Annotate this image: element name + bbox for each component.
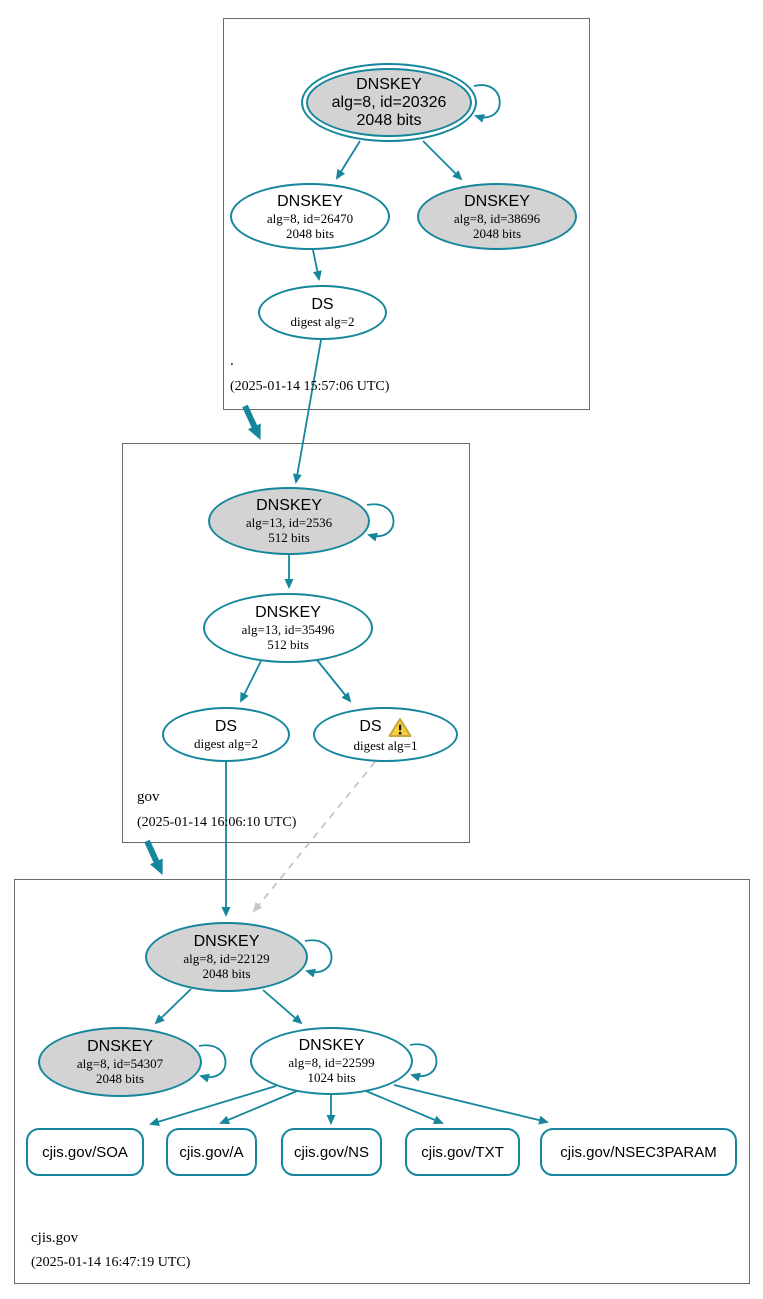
ds-title: DS [359,718,382,735]
dnskey-title: DNSKEY [464,192,530,210]
dnskey-detail: 512 bits [268,530,310,545]
rrset-cjis-gov-a[interactable]: cjis.gov/A [166,1128,257,1176]
dnskey-detail: 2048 bits [356,111,422,129]
node-dnskey-38696[interactable]: DNSKEY alg=8, id=38696 2048 bits [417,183,577,250]
zone-label-gov: gov [137,789,160,805]
node-dnskey-22599[interactable]: DNSKEY alg=8, id=22599 1024 bits [250,1027,413,1095]
node-ds-root[interactable]: DS digest alg=2 [258,285,387,340]
dnskey-title: DNSKEY [255,604,321,621]
ds-detail: digest alg=1 [353,737,418,753]
dnskey-detail: alg=8, id=22129 [183,951,270,966]
zone-box-cjis-gov [14,879,750,1284]
zone-timestamp-cjis-gov: (2025-01-14 16:47:19 UTC) [31,1255,191,1270]
ds-title: DS [214,718,238,735]
dnskey-detail: alg=8, id=54307 [76,1056,164,1071]
dnskey-detail: 2048 bits [95,1071,145,1086]
node-dnskey-22129[interactable]: DNSKEY alg=8, id=22129 2048 bits [145,922,308,992]
zone-box-root [223,18,590,410]
warning-icon [388,717,412,737]
dnskey-title: DNSKEY [193,933,260,950]
dnskey-title: DNSKEY [256,497,322,514]
node-dnskey-2536[interactable]: DNSKEY alg=13, id=2536 512 bits [208,487,370,555]
zone-label-root: . [230,353,234,369]
dnskey-detail: alg=13, id=2536 [245,515,333,530]
rrset-cjis-gov-ns[interactable]: cjis.gov/NS [281,1128,382,1176]
dnskey-title: DNSKEY [356,75,422,93]
node-dnskey-20326-ksk[interactable]: DNSKEY alg=8, id=20326 2048 bits [301,63,477,142]
dnskey-detail: 2048 bits [472,225,522,241]
node-ds-gov-alg2[interactable]: DS digest alg=2 [162,707,290,762]
zone-timestamp-gov: (2025-01-14 16:06:10 UTC) [137,815,297,830]
rrset-cjis-gov-soa[interactable]: cjis.gov/SOA [26,1128,144,1176]
zone-label-cjis-gov: cjis.gov [31,1230,79,1246]
ds-detail: digest alg=2 [193,736,259,751]
node-dnskey-26470[interactable]: DNSKEY alg=8, id=26470 2048 bits [230,183,390,250]
ds-title: DS [311,296,334,313]
dnskey-detail: alg=8, id=26470 [266,210,354,226]
rrset-cjis-gov-txt[interactable]: cjis.gov/TXT [405,1128,520,1176]
dnskey-title: DNSKEY [277,192,343,210]
dnskey-detail: 1024 bits [307,1070,356,1085]
dnskey-detail: 2048 bits [202,966,251,981]
dnskey-detail: alg=8, id=22599 [288,1055,375,1070]
dnskey-title: DNSKEY [298,1037,365,1054]
node-dnskey-54307[interactable]: DNSKEY alg=8, id=54307 2048 bits [38,1027,202,1097]
rrset-cjis-gov-nsec3param[interactable]: cjis.gov/NSEC3PARAM [540,1128,737,1176]
dnskey-detail: 2048 bits [285,225,335,241]
dnskey-detail: alg=13, id=35496 [241,622,335,637]
dnskey-detail: alg=8, id=38696 [453,210,541,226]
node-ds-gov-alg1[interactable]: DS digest alg=1 [313,707,458,762]
dnskey-detail: alg=8, id=20326 [331,93,447,111]
dnskey-detail: 512 bits [267,637,309,652]
node-dnskey-20326-inner: DNSKEY alg=8, id=20326 2048 bits [306,68,472,137]
ds-detail: digest alg=2 [290,314,355,329]
delegation-arrow-gov-to-cjis [144,839,163,875]
node-dnskey-35496[interactable]: DNSKEY alg=13, id=35496 512 bits [203,593,373,663]
dnskey-title: DNSKEY [87,1038,153,1055]
zone-timestamp-root: (2025-01-14 15:57:06 UTC) [230,379,390,394]
